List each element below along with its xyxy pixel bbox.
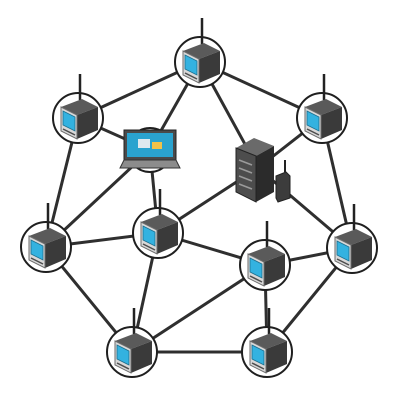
server-drive-bay xyxy=(238,167,253,174)
node-radio-terminal-n8 xyxy=(239,221,291,291)
link-n8-n10 xyxy=(130,263,267,354)
terminal-side xyxy=(157,222,178,254)
terminal-base xyxy=(251,362,265,370)
terminal-top xyxy=(250,333,287,349)
terminal-base xyxy=(336,258,350,266)
node-radio-terminal-n10 xyxy=(106,308,158,378)
terminal-base xyxy=(249,275,263,283)
laptop-window-icon xyxy=(138,139,150,148)
terminal-top xyxy=(115,333,152,349)
terminal-screen xyxy=(30,239,44,261)
terminal-top xyxy=(141,214,178,230)
terminal-top xyxy=(335,229,372,245)
terminal-base xyxy=(62,128,76,136)
node-radio-terminal-n9 xyxy=(326,204,378,274)
terminal-side xyxy=(77,107,98,139)
router-icon xyxy=(275,171,291,203)
terminal-screen xyxy=(184,54,198,76)
terminal-side xyxy=(45,236,66,268)
terminal-top xyxy=(248,246,285,262)
terminal-screen xyxy=(249,257,263,279)
terminal-screen xyxy=(62,110,76,132)
terminal-side xyxy=(321,107,342,139)
terminal-base xyxy=(306,128,320,136)
node-radio-terminal-n3 xyxy=(296,74,348,144)
terminal-side xyxy=(199,51,220,83)
terminal-top xyxy=(61,99,98,115)
server-front xyxy=(235,147,257,203)
node-radio-terminal-n2 xyxy=(52,74,104,144)
node-radio-terminal-n7 xyxy=(20,203,72,273)
node-laptop-n4 xyxy=(119,127,181,173)
nodes-layer xyxy=(20,18,378,378)
terminal-side xyxy=(351,237,372,269)
terminal-screen xyxy=(336,240,350,262)
node-server-n5 xyxy=(235,138,291,203)
terminal-screen xyxy=(142,225,156,247)
terminal-base xyxy=(116,362,130,370)
terminal-side xyxy=(264,254,285,286)
server-side xyxy=(256,146,274,202)
terminal-screen xyxy=(251,344,265,366)
terminal-base xyxy=(142,243,156,251)
terminal-side xyxy=(266,341,287,373)
terminal-base xyxy=(30,257,44,265)
node-radio-terminal-n11 xyxy=(241,308,293,378)
terminal-screen xyxy=(306,110,320,132)
laptop-keyboard xyxy=(119,159,181,169)
terminal-screen xyxy=(116,344,130,366)
terminal-top xyxy=(183,43,220,59)
terminal-top xyxy=(305,99,342,115)
node-radio-terminal-n6 xyxy=(132,189,184,259)
laptop-folder-icon xyxy=(152,142,162,149)
server-drive-bay xyxy=(238,175,253,182)
terminal-base xyxy=(184,72,198,80)
node-radio-terminal-n1 xyxy=(174,18,226,88)
server-drive-bay xyxy=(238,183,253,190)
server-drive-bay xyxy=(238,159,253,166)
terminal-side xyxy=(131,341,152,373)
terminal-top xyxy=(29,228,66,244)
